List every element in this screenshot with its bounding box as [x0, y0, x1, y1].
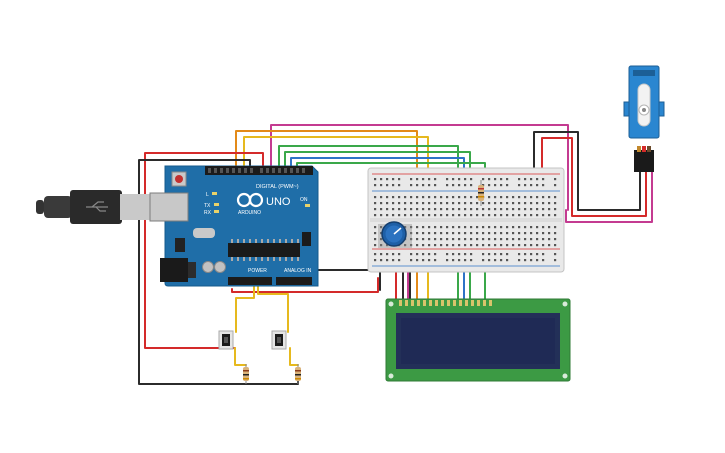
wire-orange-top[interactable]: [235, 130, 418, 191]
arduino-uno[interactable]: DIGITAL (PWM~) L TX RX ARDUINO UNO ON: [149, 165, 319, 287]
arduino-infinity-icon: [236, 192, 264, 208]
resistor-left: [243, 364, 249, 384]
digital-header[interactable]: [205, 166, 313, 175]
l-label: L: [206, 192, 209, 198]
potentiometer[interactable]: [378, 221, 412, 248]
wire-black-power[interactable]: [311, 269, 381, 291]
tx-label: TX: [204, 203, 211, 209]
lcd-16x2[interactable]: [385, 298, 571, 382]
breadboard-resistor: [478, 180, 484, 206]
pushbutton-left[interactable]: [218, 330, 234, 350]
servo-horn-icon: [637, 83, 651, 127]
wire-red-power[interactable]: [231, 277, 379, 293]
pushbutton-right[interactable]: [271, 330, 287, 350]
uno-logo: UNO: [266, 196, 291, 208]
resistor-right: [295, 364, 301, 384]
lcd-pins: [399, 300, 492, 306]
usb-symbol-icon: [86, 201, 108, 212]
atmega-chip: [228, 243, 300, 257]
wire-magenta-servo[interactable]: [565, 171, 653, 223]
micro-servo[interactable]: [623, 65, 665, 172]
power-label: POWER: [248, 268, 267, 274]
brand-label: ARDUINO: [238, 210, 261, 216]
wire-red-top[interactable]: [144, 152, 264, 349]
wire-yellow-res-right[interactable]: [289, 347, 299, 366]
lcd-screen: [401, 318, 555, 364]
digital-label: DIGITAL (PWM~): [256, 184, 299, 190]
wire-yellow-res-left[interactable]: [234, 347, 247, 366]
rx-label: RX: [204, 210, 212, 216]
wire-magenta-top[interactable]: [270, 124, 569, 211]
analog-label: ANALOG IN: [284, 268, 312, 274]
wire-red-servo[interactable]: [541, 137, 647, 217]
breadboard[interactable]: [367, 167, 565, 273]
wire-black-servo[interactable]: [533, 131, 641, 211]
power-header[interactable]: [228, 277, 272, 285]
on-label: ON: [300, 197, 308, 203]
analog-header[interactable]: [276, 277, 312, 285]
breadboard-holes: [374, 178, 557, 262]
